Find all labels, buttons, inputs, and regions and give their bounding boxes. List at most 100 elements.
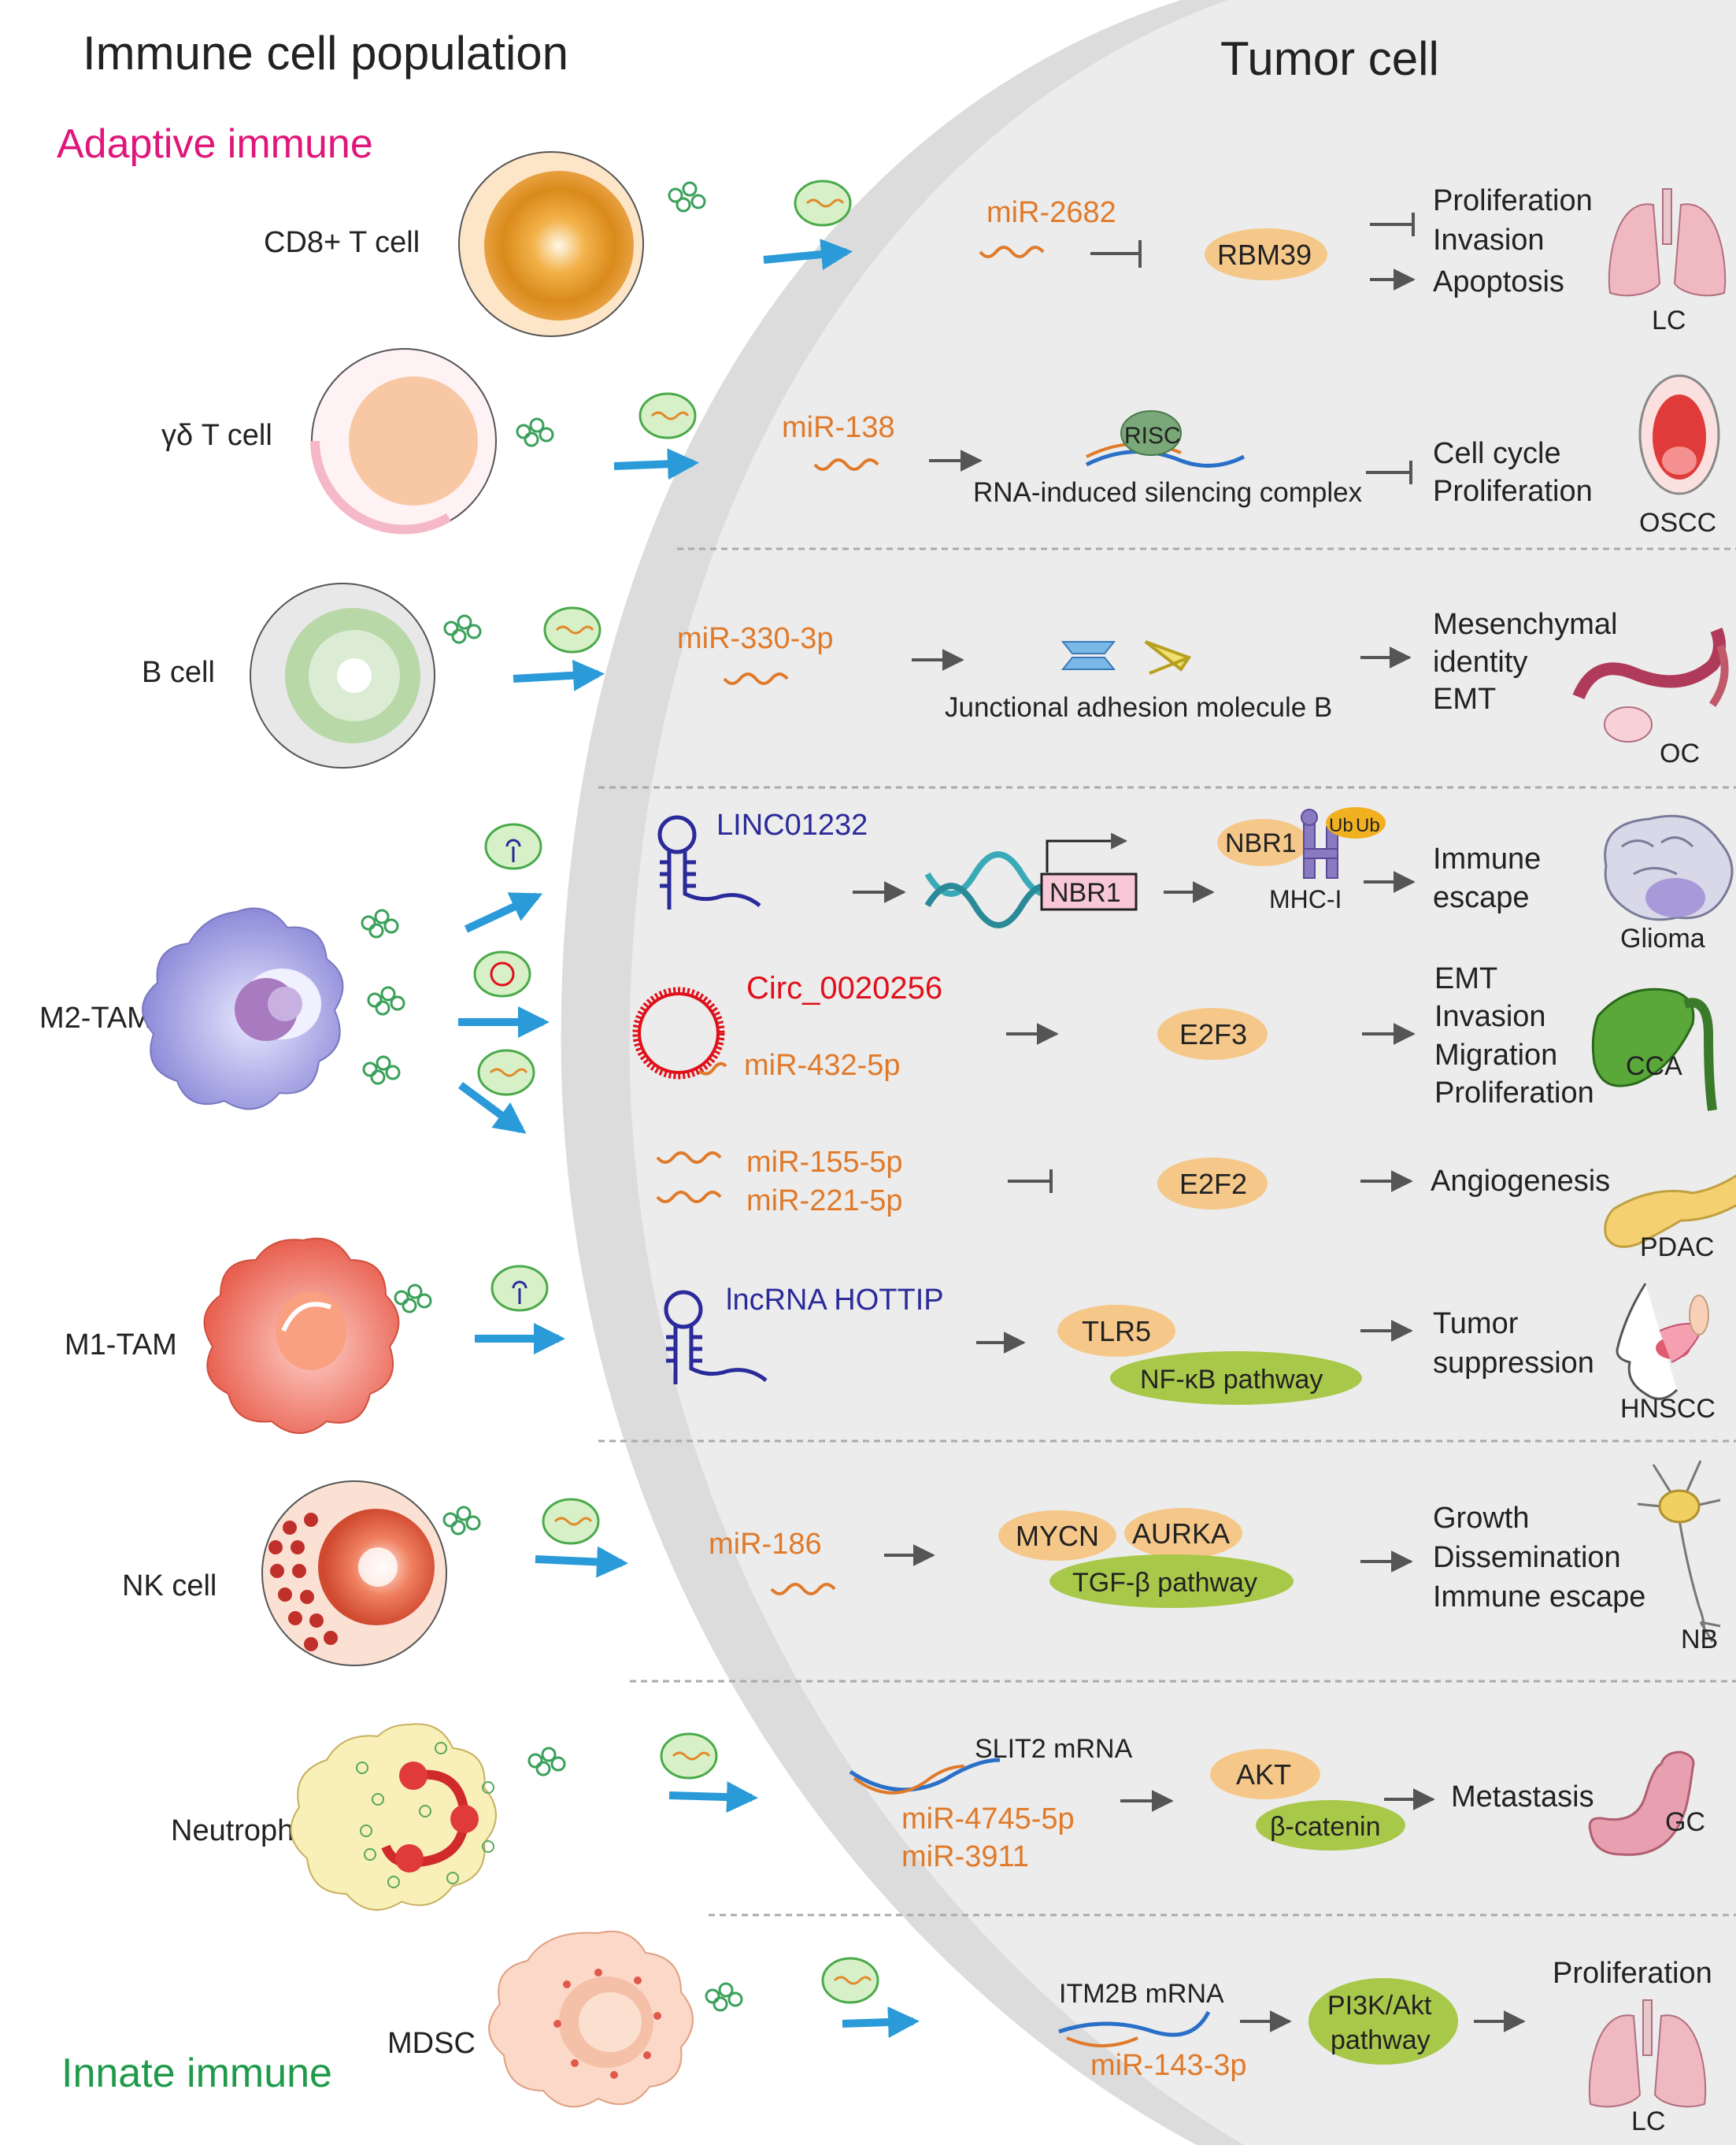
- rna-label: LINC01232: [716, 809, 868, 842]
- adaptive-immune-label: Adaptive immune: [57, 121, 373, 167]
- rna-label: miR-155-5p: [746, 1146, 903, 1179]
- exosome-vesicle-icon: [821, 1957, 879, 2004]
- mrna-mirna-duplex-icon: [849, 1758, 1001, 1795]
- target-label: NBR1: [1049, 878, 1121, 908]
- pathway-label: β-catenin: [1270, 1812, 1381, 1842]
- pathway-blob: [1049, 1554, 1294, 1608]
- pancreas-icon: [1604, 1174, 1736, 1248]
- target-label: E2F2: [1179, 1168, 1247, 1200]
- row-separators: [598, 547, 1736, 1917]
- target-label: RBM39: [1217, 239, 1312, 271]
- ubiquitin-label: Ub: [1356, 815, 1380, 836]
- exosome-vesicle-icon: [660, 1732, 718, 1780]
- m1-macrophage-icon: [203, 1237, 400, 1434]
- target-label: MYCN: [1016, 1520, 1099, 1552]
- transfer-arrow: [842, 2006, 920, 2039]
- lung-icon: [1608, 188, 1727, 297]
- effect-text: Proliferation: [1433, 184, 1593, 217]
- rna-label: Circ_0020256: [746, 971, 942, 1006]
- transfer-arrow: [613, 448, 699, 480]
- effect-text: Dissemination: [1433, 1541, 1621, 1574]
- protein-blob: [1157, 1008, 1268, 1060]
- mdsc-icon: [488, 1930, 694, 2108]
- rna-label: miR-4745-5p: [901, 1802, 1075, 1836]
- exosome-lncrna-vesicle-icon: [490, 1265, 549, 1312]
- lncrna-hairpin-icon: [664, 1290, 768, 1384]
- effect-text: Angiogenesis: [1431, 1165, 1610, 1198]
- target-label: AURKA: [1132, 1517, 1230, 1550]
- pathway-blob: [1308, 1978, 1458, 2065]
- protein-blob: [1157, 1158, 1268, 1210]
- protein-blob: [1205, 228, 1327, 280]
- cell-label-m1: M1-TAM: [65, 1328, 177, 1361]
- effect-text: Growth: [1433, 1502, 1529, 1535]
- rna-label: miR-3911: [901, 1840, 1029, 1873]
- rna-label: miR-2682: [986, 196, 1116, 229]
- brain-icon: [1604, 814, 1734, 921]
- mirna-icon: [656, 1191, 722, 1203]
- exosome-cluster-icon: [394, 1284, 432, 1313]
- effect-text: Proliferation: [1434, 1076, 1594, 1110]
- mirna-icon: [698, 1061, 727, 1076]
- innate-immune-label: Innate immune: [61, 2051, 332, 2096]
- rna-label: miR-330-3p: [677, 622, 834, 655]
- cancer-label: HNSCC: [1620, 1394, 1716, 1424]
- mirna-icon: [813, 458, 879, 471]
- cancer-label: OC: [1660, 739, 1700, 769]
- cancer-label: OSCC: [1639, 508, 1716, 538]
- protein-blob: [1057, 1305, 1175, 1357]
- protein-blob: [1217, 819, 1308, 866]
- cancer-label: Glioma: [1620, 924, 1705, 954]
- effect-text: Migration: [1434, 1039, 1557, 1072]
- lncrna-hairpin-icon: [657, 815, 761, 909]
- target-label: AKT: [1236, 1758, 1291, 1791]
- rna-label: miR-221-5p: [746, 1184, 903, 1217]
- cell-label-b: B cell: [142, 656, 215, 689]
- transfer-arrow: [668, 1781, 758, 1813]
- target-caption: Junctional adhesion molecule B: [945, 692, 1332, 723]
- effect-arrows: [1370, 213, 1416, 291]
- gamma-delta-t-cell-icon: [310, 348, 497, 535]
- target-label: E2F3: [1179, 1018, 1247, 1050]
- target-label: NBR1: [1225, 828, 1297, 858]
- cell-label-mdsc: MDSC: [387, 2027, 476, 2060]
- rna-label: ITM2B mRNA: [1059, 1979, 1224, 2009]
- gene-box: [1040, 872, 1138, 911]
- exosome-cluster-icon: [442, 1506, 481, 1536]
- transfer-arrow: [513, 659, 605, 691]
- circrna-icon: [632, 987, 725, 1080]
- protein-blob: [1124, 1508, 1242, 1558]
- rna-label: miR-186: [709, 1528, 822, 1561]
- mirna-icon: [979, 246, 1045, 258]
- nk-cell-icon: [261, 1480, 447, 1666]
- rna-label: SLIT2 mRNA: [975, 1734, 1133, 1764]
- gallbladder-icon: [1591, 987, 1717, 1111]
- left-title: Immune cell population: [83, 27, 568, 80]
- effect-text: EMT: [1434, 962, 1497, 995]
- rna-label: miR-138: [782, 411, 895, 444]
- pathway-label: TGF-β pathway: [1072, 1568, 1257, 1598]
- ovary-icon: [1572, 628, 1729, 743]
- effect-text: Apoptosis: [1433, 265, 1564, 298]
- tumor-cell-inner: [629, 0, 1736, 2145]
- inhibition-arrow: [1090, 240, 1142, 268]
- neutrophil-icon: [290, 1723, 497, 1911]
- exosome-vesicle-icon: [542, 1498, 600, 1545]
- lung-icon: [1588, 1999, 1707, 2108]
- exosome-circrna-vesicle-icon: [473, 950, 531, 998]
- target-label: TLR5: [1082, 1315, 1151, 1347]
- effect-text: Metastasis: [1451, 1780, 1594, 1813]
- transfer-arrow: [535, 1546, 628, 1578]
- transfer-arrow: [763, 239, 853, 270]
- target-label: RISC: [1124, 423, 1181, 449]
- rna-label: miR-143-3p: [1090, 2049, 1247, 2082]
- exosome-cluster-icon: [361, 909, 405, 1085]
- effect-text: Immune escape: [1433, 1580, 1645, 1613]
- stomach-icon: [1588, 1750, 1695, 1856]
- inhibition-arrow: [1366, 461, 1412, 484]
- transfer-arrow: [458, 1081, 527, 1134]
- exosome-cluster-icon: [516, 417, 554, 447]
- effect-text: escape: [1433, 881, 1530, 914]
- mirna-icon: [770, 1583, 836, 1595]
- mirna-icon: [656, 1151, 722, 1164]
